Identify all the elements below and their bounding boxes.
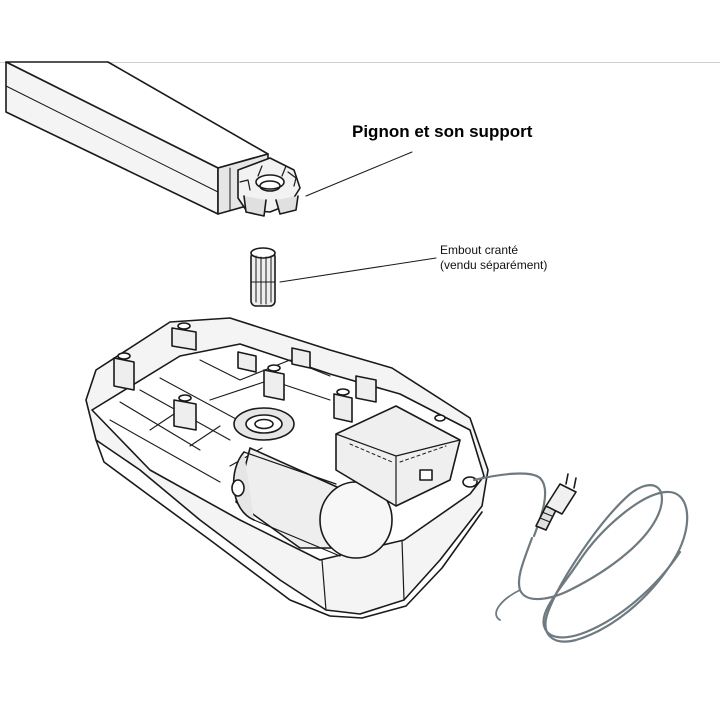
power-cable <box>472 472 689 643</box>
power-plug <box>535 473 577 531</box>
endpiece-leader-line <box>279 257 437 283</box>
endpiece-label-line1: Embout cranté <box>440 243 519 257</box>
motor-housing <box>85 317 489 619</box>
endpiece-label-line2: (vendu séparément) <box>440 258 548 272</box>
pinion-leader-line <box>305 151 413 197</box>
top-rule <box>0 62 720 63</box>
pinion-support <box>237 157 301 217</box>
rail <box>5 61 269 215</box>
pinion-label: Pignon et son support <box>352 122 533 141</box>
notched-endpiece <box>250 247 276 307</box>
